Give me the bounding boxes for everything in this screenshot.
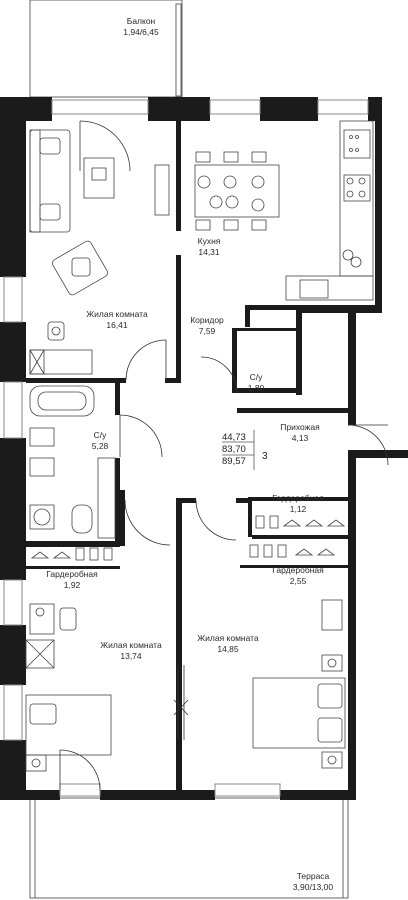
living1-label: Жилая комната 16,41 [86,309,147,331]
balcony-name: Балкон [126,16,156,26]
wardrobe1-area: 1,12 [289,504,307,514]
corridor-name: Коридор [190,315,224,325]
living2-label: Жилая комната 13,74 [100,640,161,662]
bath-label: С/у 5,28 [92,430,109,452]
wardrobe2-name: Гардеробная [46,569,98,579]
balcony-area: 1,94/6,45 [123,27,159,37]
terrace-area: 3,90/13,00 [292,882,334,892]
wc1-area: 1,80 [247,383,265,393]
wardrobe1-label: Гардеробная 1,12 [272,493,323,515]
interior-walls [26,121,348,790]
summary-box-lines [222,430,255,470]
wardrobe3-name: Гардеробная [272,565,324,575]
hall-label: Прихожая 4,13 [280,422,319,444]
living3-label: Жилая комната 14,85 [197,633,258,655]
hall-area: 4,13 [291,433,309,443]
living2-name: Жилая комната [100,640,162,650]
corridor-label: Коридор 7,59 [190,315,224,337]
balcony-outline [29,0,183,98]
living1-area: 16,41 [106,320,128,330]
total-area-value: 83,70 [222,444,246,455]
area-summary: 44,73 83,70 89,57 3 [222,432,268,468]
living3-name: Жилая комната [197,633,259,643]
kitchen-name: Кухня [197,236,221,246]
hall-name: Прихожая [280,422,320,432]
wardrobe2-label: Гардеробная 1,92 [46,569,97,591]
wardrobe1-name: Гардеробная [272,493,324,503]
rooms-count: 3 [262,451,268,462]
kitchen-area: 14,31 [198,247,220,257]
living2-area: 13,74 [120,651,142,661]
living3-area: 14,85 [217,644,239,654]
outer-walls [0,97,408,800]
doors [59,120,389,791]
windows [3,99,369,797]
furniture [25,120,374,772]
wc1-name: С/у [249,372,263,382]
wardrobe2-area: 1,92 [63,580,81,590]
balcony-label: Балкон 1,94/6,45 [123,16,158,38]
bath-area: 5,28 [91,441,109,451]
living-area-value: 44,73 [222,432,246,443]
wardrobe3-label: Гардеробная 2,55 [272,565,323,587]
terrace-label: Терраса 3,90/13,00 [293,871,333,893]
wardrobe3-area: 2,55 [289,576,307,586]
terrace-name: Терраса [296,871,330,881]
bath-name: С/у [93,430,107,440]
kitchen-label: Кухня 14,31 [198,236,221,258]
total-with-outdoor-value: 89,57 [222,456,246,467]
living1-name: Жилая комната [86,309,148,319]
corridor-area: 7,59 [198,326,216,336]
wc1-label: С/у 1,80 [248,372,265,394]
